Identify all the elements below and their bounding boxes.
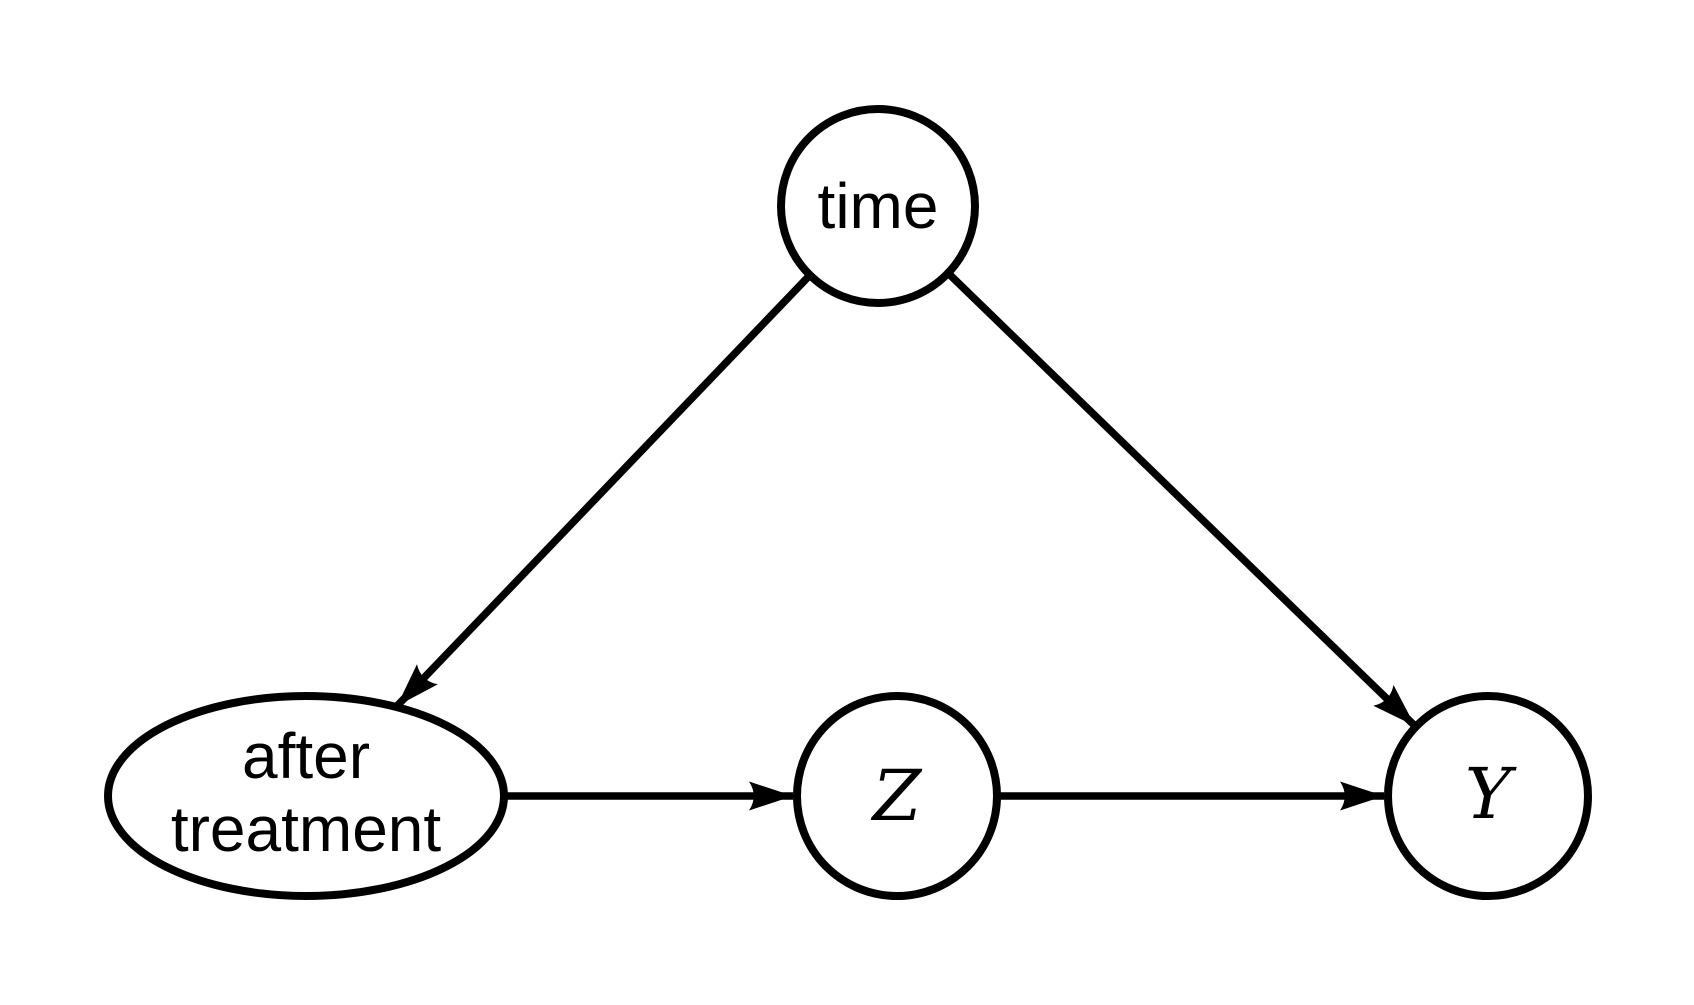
node-z: Z — [793, 692, 1001, 900]
z-node-label: Z — [871, 755, 923, 837]
after-treatment-label-line1: after — [242, 720, 370, 792]
time-node-label: time — [818, 170, 939, 242]
edge-time-to-after-treatment — [394, 272, 813, 709]
y-node-label: Y — [1465, 753, 1517, 835]
edge-time-to-y — [945, 270, 1418, 729]
node-after-treatment: after treatment — [104, 692, 508, 900]
node-time: time — [777, 105, 979, 307]
time-node-circle — [777, 105, 979, 307]
z-node-circle — [793, 692, 1001, 900]
node-y: Y — [1384, 692, 1592, 900]
y-node-circle — [1384, 692, 1592, 900]
after-treatment-label-line2: treatment — [171, 793, 442, 865]
